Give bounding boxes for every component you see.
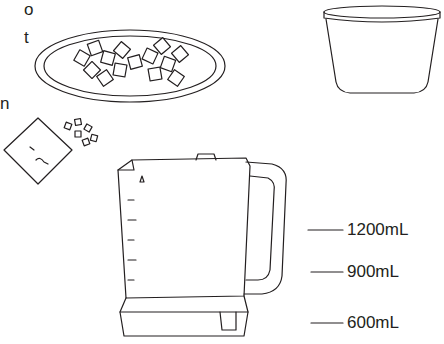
fragment-text: n — [0, 94, 9, 114]
fragment-text: t — [24, 28, 29, 48]
leader-lines — [308, 230, 343, 323]
plate — [35, 30, 225, 102]
blender-jar — [118, 154, 286, 336]
capacity-mark: 1200mL — [347, 220, 408, 240]
cup — [324, 6, 440, 93]
capacity-mark: 900mL — [347, 262, 399, 282]
bag — [4, 118, 98, 184]
fragment-text: o — [24, 0, 33, 20]
ice-cubes — [74, 38, 189, 87]
capacity-mark: 600mL — [347, 313, 399, 333]
